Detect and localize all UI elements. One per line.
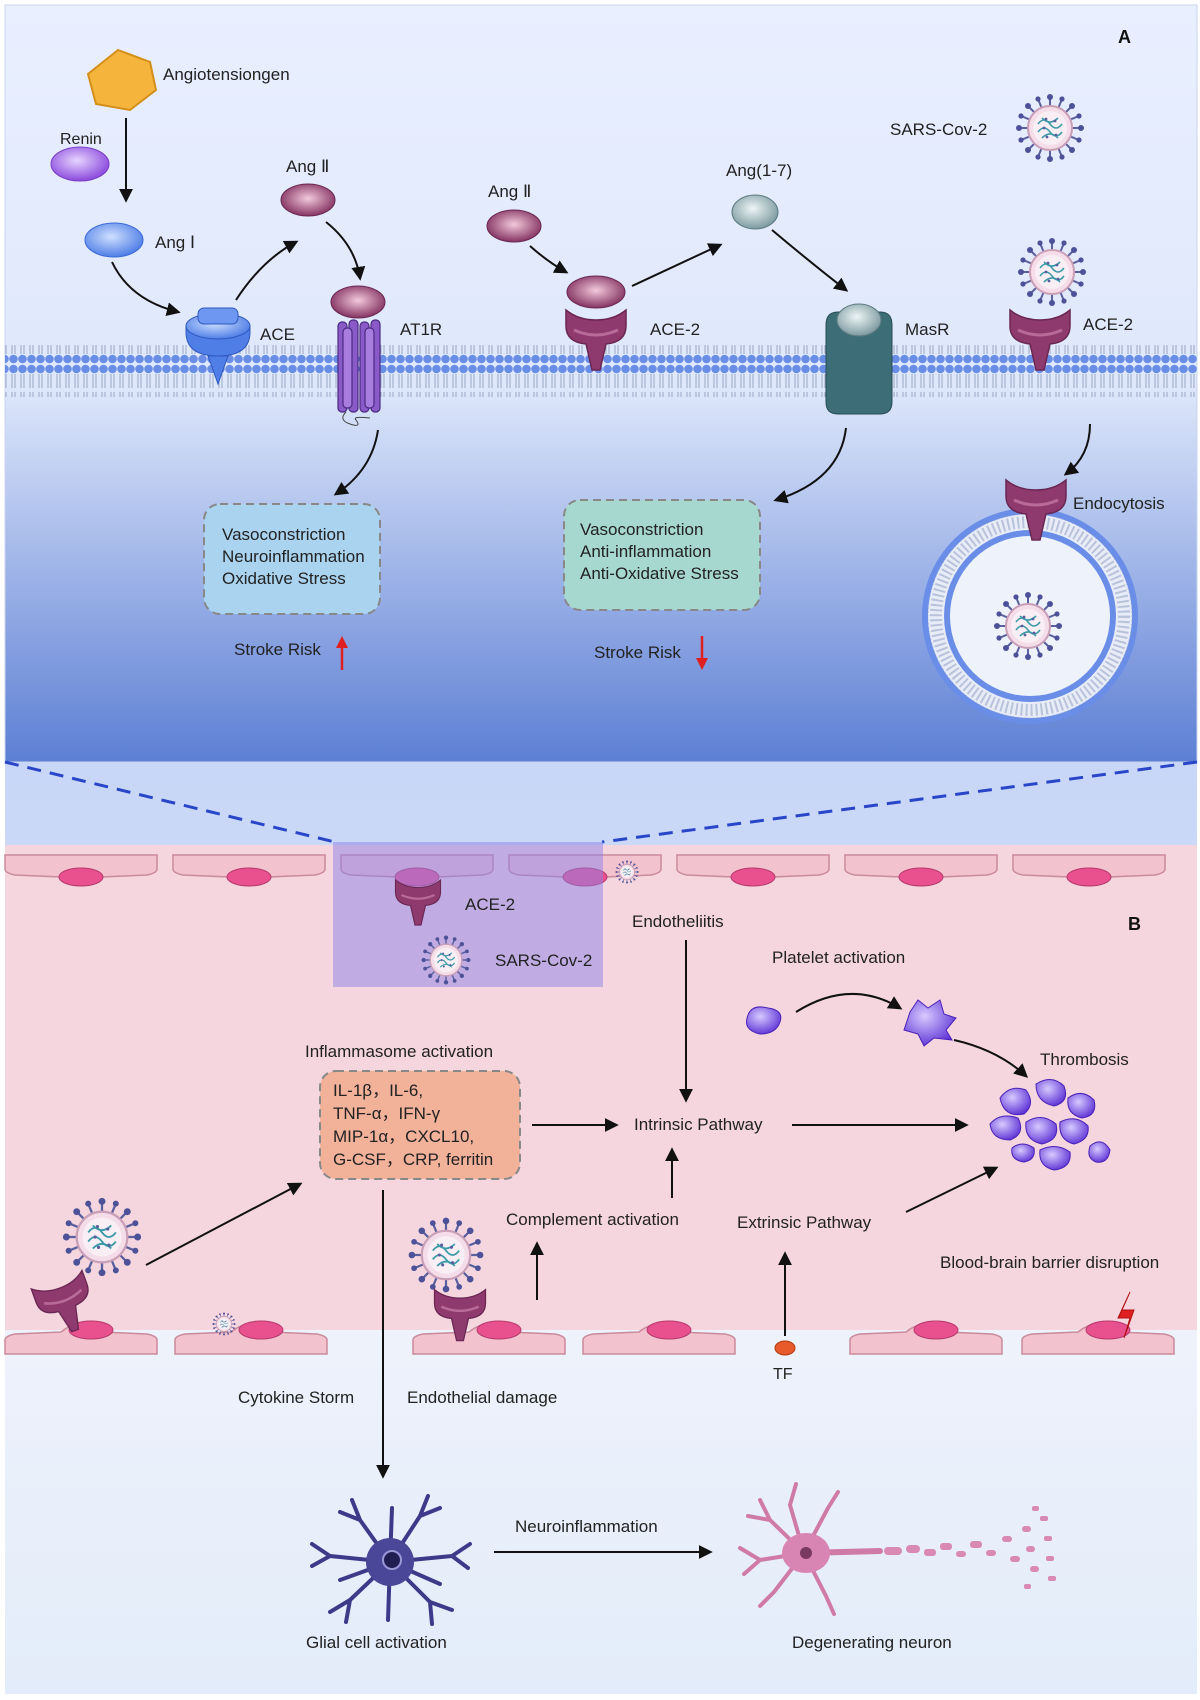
effects-box-left-line3: Oxidative Stress xyxy=(222,569,346,588)
ace2-virus-label: ACE-2 xyxy=(1083,315,1133,334)
activated-platelet xyxy=(903,999,957,1047)
endotheliitis-virus-icon xyxy=(615,860,639,884)
lower-small-virus-icon xyxy=(212,1312,236,1336)
renin-label: Renin xyxy=(60,131,102,148)
ace-label: ACE xyxy=(260,325,295,344)
arrow-ang2-to-at1r xyxy=(325,221,366,281)
glial-nucleus xyxy=(382,1550,402,1570)
endocytosis-label: Endocytosis xyxy=(1073,494,1165,513)
inflammasome-label: Inflammasome activation xyxy=(305,1042,493,1061)
stroke-risk-left-label: Stroke Risk xyxy=(234,640,321,659)
arrow-ang17-to-masr xyxy=(771,229,849,292)
ang2-right-label: Ang Ⅱ xyxy=(488,182,531,201)
ace2-bound-ang2 xyxy=(566,275,626,309)
bbb-lightning-icon xyxy=(1117,1291,1135,1339)
thrombosis-label: Thrombosis xyxy=(1040,1050,1129,1069)
cytokine-box xyxy=(319,1070,521,1180)
arrow-masr-to-box xyxy=(773,427,847,504)
endothelial-damage-label: Endothelial damage xyxy=(407,1388,557,1407)
ace2-label: ACE-2 xyxy=(650,320,700,339)
effects-box-mid-line3: Anti-Oxidative Stress xyxy=(580,564,739,583)
sars-bound-virus-icon xyxy=(1017,237,1087,307)
arrow-at1r-to-box xyxy=(333,429,379,496)
renin-ellipse xyxy=(50,146,110,182)
ang2-left-ellipse xyxy=(280,183,336,217)
arrow-platelet-activation xyxy=(795,992,903,1013)
masr-receptor xyxy=(825,303,893,415)
effects-box-mid xyxy=(563,499,761,611)
lower-endothelium xyxy=(4,1320,1175,1355)
arrow-platelet-to-thrombosis xyxy=(953,1039,1029,1078)
intrinsic-pathway-label: Intrinsic Pathway xyxy=(634,1115,763,1134)
panel-b-lower-background xyxy=(5,1330,1197,1694)
zoom-line-right xyxy=(601,760,1198,844)
sars-cov-2-virus-icon xyxy=(1015,93,1085,163)
ang1-ellipse xyxy=(84,222,144,258)
arrow-ang2-to-ace2 xyxy=(529,245,569,274)
effects-box-left xyxy=(203,503,381,615)
endothelial-damage-virus-icon xyxy=(407,1216,485,1294)
arrow-virus-to-inflammasome xyxy=(145,1182,303,1266)
degenerating-neuron-label: Degenerating neuron xyxy=(792,1633,952,1652)
cytokine-line3: MIP-1α，CXCL10, xyxy=(333,1127,474,1146)
platelet-activation-label: Platelet activation xyxy=(772,948,905,967)
at1r-label: AT1R xyxy=(400,320,442,339)
at1r-ligand xyxy=(330,285,386,319)
lower-left-virus-icon xyxy=(61,1196,143,1278)
neuroinflammation-label: Neuroinflammation xyxy=(515,1517,658,1536)
complement-activation-label: Complement activation xyxy=(506,1210,679,1229)
arrow-ace2-to-endocytosis xyxy=(1063,423,1091,476)
angiotensinogen-label: Angiotensiongen xyxy=(163,65,290,84)
ace-receptor xyxy=(185,307,251,386)
endocytosed-virus-icon xyxy=(993,591,1063,661)
panel-b-sars-label: SARS-Cov-2 xyxy=(495,951,592,970)
cytokine-storm-label: Cytokine Storm xyxy=(238,1388,354,1407)
panel-b-ace2-label: ACE-2 xyxy=(465,895,515,914)
effects-box-mid-line1: Vasoconstriction xyxy=(580,520,703,539)
glial-activation-label: Glial cell activation xyxy=(306,1633,447,1652)
ang2-left-label: Ang Ⅱ xyxy=(286,157,329,176)
ang2-right-ellipse xyxy=(486,209,542,243)
masr-label: MasR xyxy=(905,320,949,339)
cytokine-line4: G-CSF，CRP, ferritin xyxy=(333,1150,493,1169)
cytokine-line2: TNF-α，IFN-γ xyxy=(333,1104,441,1123)
endotheliitis-label: Endotheliitis xyxy=(632,912,724,931)
zoom-line-left xyxy=(4,760,336,844)
stroke-risk-mid-label: Stroke Risk xyxy=(594,643,681,662)
zoom-highlight-box xyxy=(333,842,603,987)
extrinsic-pathway-label: Extrinsic Pathway xyxy=(737,1213,872,1232)
effects-box-left-line2: Neuroinflammation xyxy=(222,547,365,566)
ang17-label: Ang(1-7) xyxy=(726,161,792,180)
bbb-disruption-label: Blood-brain barrier disruption xyxy=(940,1253,1159,1272)
panel-b-letter: B xyxy=(1128,914,1141,934)
ang17-ellipse xyxy=(731,194,779,230)
angiotensinogen-hexagon xyxy=(86,48,158,112)
arrow-ang1-to-ace xyxy=(111,261,181,317)
arrow-ace2-to-ang17 xyxy=(631,243,723,287)
effects-box-mid-line2: Anti-inflammation xyxy=(580,542,711,561)
stroke-risk-up-arrow xyxy=(336,636,348,670)
sars-top-label: SARS-Cov-2 xyxy=(890,120,987,139)
panel-a-letter: A xyxy=(1118,27,1131,47)
resting-platelet xyxy=(746,1006,782,1035)
at1r-receptor xyxy=(337,319,381,413)
ang1-label: Ang Ⅰ xyxy=(155,233,195,252)
thrombosis-clot xyxy=(989,1079,1111,1171)
neuron-nucleus xyxy=(800,1547,812,1559)
tf-dot xyxy=(774,1340,796,1356)
stroke-risk-down-arrow xyxy=(696,636,708,670)
effects-box-left-line1: Vasoconstriction xyxy=(222,525,345,544)
neuron-axon-fragments xyxy=(884,1506,1056,1589)
panel-b-sars-virus-icon xyxy=(420,934,472,986)
tf-label: TF xyxy=(773,1366,793,1383)
arrow-extrinsic-to-thrombosis xyxy=(905,1166,999,1213)
cytokine-line1: IL-1β，IL-6, xyxy=(333,1081,423,1100)
arrow-ace-to-ang2 xyxy=(235,240,299,301)
at1r-tail xyxy=(342,411,371,426)
